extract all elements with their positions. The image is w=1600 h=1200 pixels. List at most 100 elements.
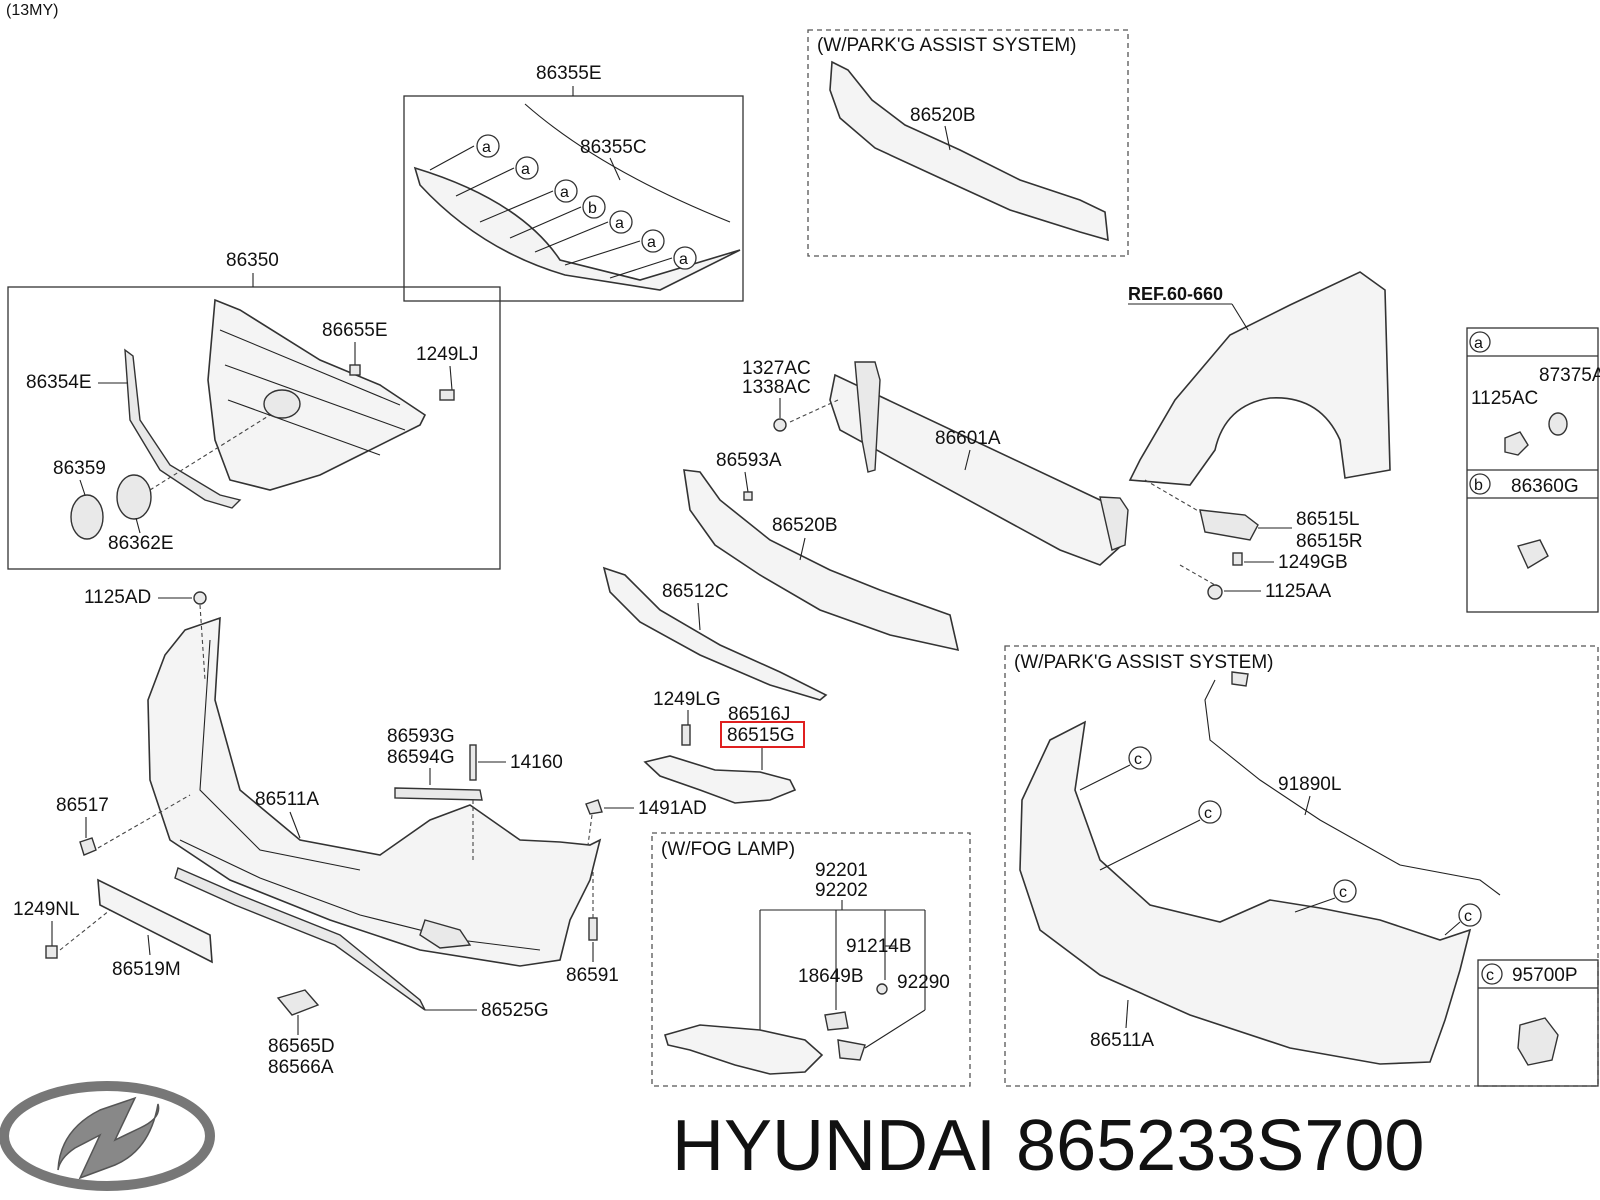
park-assist-bumper-group: (W/PARK'G ASSIST SYSTEM) 91890L c c c c … [1004, 645, 1599, 1087]
label-1249LJ: 1249LJ [416, 344, 478, 365]
label-92290: 92290 [897, 972, 950, 993]
fog-lamp-box [651, 832, 971, 1087]
svg-text:c: c [1204, 805, 1212, 822]
svg-text:a: a [560, 184, 569, 201]
label-86593A: 86593A [716, 450, 782, 471]
screw-1125AC [1504, 431, 1529, 456]
grille-part [207, 298, 427, 491]
label-86511A: 86511A [255, 789, 319, 810]
model-year-note: (13MY) [6, 2, 58, 19]
label-91890L: 91890L [1278, 774, 1341, 795]
bulb-18649B [876, 983, 888, 995]
park-assist-box-bottom [1004, 645, 1599, 1087]
label-86355C: 86355C [580, 137, 647, 158]
svg-text:b: b [1474, 477, 1483, 494]
emblem-86362E [116, 474, 152, 520]
svg-text:a: a [521, 161, 530, 178]
fog-lamp-92201 [664, 1024, 824, 1075]
svg-text:c: c [1339, 884, 1347, 901]
cover-86565D [276, 989, 320, 1016]
label-92201: 92201 [815, 860, 868, 881]
screw-1249NL [45, 945, 58, 959]
energy-absorber-group: 86593A 86520B [683, 450, 960, 652]
label-86566A: 86566A [268, 1057, 334, 1078]
label-86354E: 86354E [26, 372, 92, 393]
grille-box [7, 286, 501, 570]
nut-1327AC [773, 418, 787, 432]
label-86591: 86591 [566, 965, 619, 986]
bracket-86515G [643, 755, 797, 804]
clip-87375A [1548, 412, 1568, 436]
emblem-86359 [70, 494, 104, 540]
label-86350: 86350 [226, 250, 279, 271]
bracket-86593G [394, 787, 483, 801]
label-92202: 92202 [815, 880, 868, 901]
socket-18649B [824, 1011, 849, 1031]
svg-text:a: a [482, 139, 491, 156]
highlight-frame [720, 721, 805, 748]
wiring-91890L [1204, 679, 1501, 896]
label-86565D: 86565D [268, 1036, 335, 1057]
legend-box-c [1477, 959, 1599, 1087]
grille-molding-group: 86355E 86355C a a a b a a a [403, 63, 744, 302]
bolt-1125AA [1207, 584, 1223, 600]
legend-ab: a 87375A 1125AC b 86360G [1466, 327, 1600, 613]
absorber-part-top [829, 60, 1109, 242]
fog-lamp-group: (W/FOG LAMP) 92201 92202 91214B 18649B 9… [651, 832, 971, 1087]
svg-text:a: a [679, 251, 688, 268]
label-86520B-top: 86520B [910, 105, 976, 126]
svg-text:c: c [1134, 751, 1142, 768]
svg-text:c: c [1486, 967, 1494, 984]
label-14160: 14160 [510, 752, 563, 773]
label-park-assist-bottom: (W/PARK'G ASSIST SYSTEM) [1014, 652, 1273, 673]
label-1125AA: 1125AA [1265, 581, 1332, 602]
molding-strip-part [413, 166, 741, 291]
label-1327AC: 1327AC [742, 358, 811, 379]
cap-86517 [79, 837, 97, 856]
label-86593G: 86593G [387, 726, 455, 747]
label-ref-60-660: REF.60-660 [1128, 284, 1223, 304]
bracket-86515L [1199, 509, 1259, 541]
label-86519M: 86519M [112, 959, 181, 980]
screw-1249GB [1232, 552, 1243, 566]
label-86594G: 86594G [387, 747, 455, 768]
label-91214B: 91214B [846, 936, 912, 957]
label-18649B: 18649B [798, 966, 864, 987]
label-86359: 86359 [53, 458, 106, 479]
stiffener-86512C [602, 566, 828, 701]
label-1249GB: 1249GB [1278, 552, 1348, 573]
label-1338AC: 1338AC [742, 377, 811, 398]
bumper-beam-group: 1327AC 1338AC 86601A [742, 358, 1129, 566]
svg-text:a: a [615, 215, 624, 232]
pin-14160 [469, 744, 477, 781]
label-86360G: 86360G [1511, 476, 1579, 497]
sensor-95700P [1517, 1017, 1559, 1066]
label-86515R: 86515R [1296, 531, 1363, 552]
stiffener-group: 86512C [602, 566, 828, 701]
license-bracket-86519M [97, 878, 213, 964]
screw-1249LJ [439, 389, 455, 401]
clip-86360G [1517, 539, 1549, 570]
label-1249LG: 1249LG [653, 689, 721, 710]
label-86511A-right: 86511A [1090, 1030, 1154, 1051]
grille-emblem-mount [263, 389, 301, 419]
grille-molding-part [124, 348, 242, 509]
label-86601A: 86601A [935, 428, 1001, 449]
label-86655E: 86655E [322, 320, 388, 341]
fender-part [1128, 271, 1391, 486]
svg-text:b: b [588, 200, 597, 217]
label-1125AD: 1125AD [84, 587, 151, 608]
svg-text:a: a [1474, 335, 1483, 352]
label-86517: 86517 [56, 795, 109, 816]
label-park-assist-top: (W/PARK'G ASSIST SYSTEM) [817, 35, 1076, 56]
label-95700P: 95700P [1512, 965, 1578, 986]
label-86362E: 86362E [108, 533, 174, 554]
screw-1249LG [681, 724, 691, 746]
label-86520B: 86520B [772, 515, 838, 536]
clip-1491AD [585, 799, 603, 815]
label-1249NL: 1249NL [13, 899, 80, 920]
radiator-grille-group: 86350 86354E 86655E 1249LJ 86359 86362E [7, 250, 501, 570]
bolt-1125AD [193, 591, 207, 605]
label-fog-lamp: (W/FOG LAMP) [661, 839, 795, 860]
